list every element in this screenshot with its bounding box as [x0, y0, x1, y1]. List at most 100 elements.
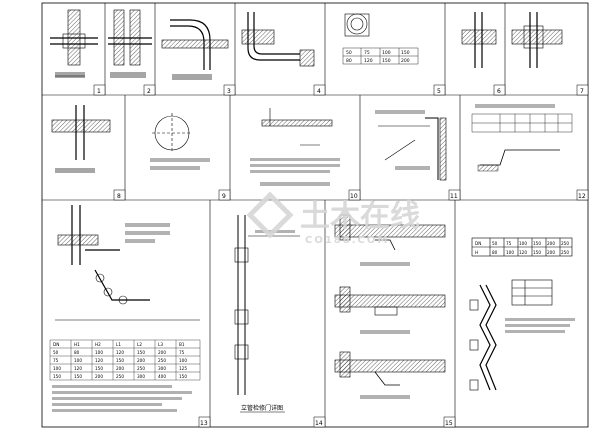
table-cell: 150: [137, 350, 145, 355]
table-cell: 50: [346, 50, 352, 56]
panel-4-drawing: [241, 12, 370, 67]
table-cell: 200: [95, 374, 103, 379]
table-cell: 250: [561, 250, 569, 255]
table-cell: 400: [158, 374, 166, 379]
table-cell: 120: [364, 58, 373, 64]
table-cell: 300: [137, 374, 145, 379]
table-cell: 100: [74, 358, 82, 363]
table-cell: B1: [179, 342, 185, 347]
panel-numbers: 1 2 3 4 5 6 7 8 9 10 11 12 13 14 15: [97, 88, 586, 427]
table-cell: 80: [74, 350, 80, 355]
panel-number: 1: [97, 88, 101, 95]
panel-13-table: [49, 339, 201, 381]
table-cell: 150: [53, 374, 61, 379]
panel-number: 12: [578, 193, 586, 200]
panel-13-drawing: [55, 205, 200, 321]
table-cell: 100: [506, 250, 514, 255]
table-cell: 300: [158, 366, 166, 371]
panel-number: 7: [580, 88, 584, 95]
watermark-logo-icon: [246, 191, 294, 239]
table-cell: 120: [95, 358, 103, 363]
table-cell: 50: [53, 350, 59, 355]
panel-15-table-text: DN 50 75 100 150 200 250 H 80 100 120 15…: [475, 241, 569, 255]
panel-number: 8: [117, 193, 121, 200]
panel-number: 11: [450, 193, 458, 200]
panel-4-table-text: 50 75 100 150 80 120 150 200: [346, 50, 410, 64]
table-cell: 100: [53, 366, 61, 371]
table-cell: 80: [492, 250, 498, 255]
table-cell: L3: [158, 342, 163, 347]
table-cell: 150: [533, 250, 541, 255]
panel-6-drawing: [511, 12, 563, 68]
watermark-text: 土木在线: [300, 199, 420, 234]
table-cell: 150: [95, 366, 103, 371]
panel-number: 4: [317, 88, 321, 95]
table-cell: 120: [519, 250, 527, 255]
panel-number-boxes: [93, 84, 589, 428]
table-cell: 150: [116, 358, 124, 363]
panel-11-drawing: [471, 104, 573, 172]
panel-13-table-text: DN H1 H2 L1 L2 L3 B1 50 80 100 120 150 2…: [53, 342, 187, 379]
table-cell: L1: [116, 342, 121, 347]
panel-1-drawing: [50, 9, 98, 78]
table-cell: 200: [158, 350, 166, 355]
panel-15-drawing: [469, 237, 575, 391]
table-cell: 250: [158, 358, 166, 363]
table-cell: H: [475, 250, 478, 255]
panel-2-drawing: [108, 9, 152, 78]
panel-number: 3: [227, 88, 231, 95]
panel-7-drawing: [51, 105, 111, 173]
table-cell: 120: [116, 350, 124, 355]
table-cell: 200: [547, 250, 555, 255]
panel-9-drawing: [250, 108, 340, 186]
table-cell: 100: [179, 358, 187, 363]
table-cell: 150: [382, 58, 391, 64]
panel-number: 9: [222, 193, 226, 200]
table-cell: 75: [364, 50, 370, 56]
table-cell: 50: [492, 241, 498, 246]
panel-10-drawing: [375, 110, 447, 181]
table-cell: 125: [179, 366, 187, 371]
panel-number: 14: [315, 420, 323, 427]
panel-5-drawing: [461, 12, 497, 68]
panel-number: 2: [147, 88, 151, 95]
table-cell: 250: [561, 241, 569, 246]
table-cell: 250: [116, 374, 124, 379]
table-cell: 80: [346, 58, 352, 64]
table-cell: 250: [137, 366, 145, 371]
panel-8-drawing: [150, 113, 210, 170]
panel-number: 15: [445, 420, 453, 427]
table-cell: 75: [506, 241, 512, 246]
table-cell: 200: [137, 358, 145, 363]
table-cell: 150: [179, 374, 187, 379]
panel-3-drawing: [161, 19, 229, 80]
table-cell: 100: [95, 350, 103, 355]
table-cell: H2: [95, 342, 101, 347]
table-cell: 150: [401, 50, 410, 56]
panel-13-notes: [52, 385, 192, 412]
table-cell: 150: [533, 241, 541, 246]
panel-number: 5: [437, 88, 441, 95]
table-cell: H1: [74, 342, 80, 347]
panel-4-table: [342, 47, 419, 65]
panel-12-drawing: [334, 214, 446, 399]
panel-14-drawing: [234, 215, 300, 395]
table-cell: L2: [137, 342, 142, 347]
table-cell: 100: [382, 50, 391, 56]
table-cell: 200: [116, 366, 124, 371]
table-cell: 200: [547, 241, 555, 246]
table-cell: DN: [475, 241, 481, 246]
watermark-subtext: CO188.COM: [305, 235, 389, 246]
table-cell: 150: [74, 374, 82, 379]
table-cell: 200: [401, 58, 410, 64]
panel-number: 10: [350, 193, 358, 200]
watermark: 土木在线 CO188.COM: [246, 191, 420, 246]
table-cell: 120: [74, 366, 82, 371]
panel-14-title: 立管检修门详图: [241, 404, 283, 412]
panel-number: 6: [497, 88, 501, 95]
table-cell: 100: [519, 241, 527, 246]
table-cell: DN: [53, 342, 59, 347]
panel-number: 13: [200, 420, 208, 427]
table-cell: 75: [179, 350, 185, 355]
